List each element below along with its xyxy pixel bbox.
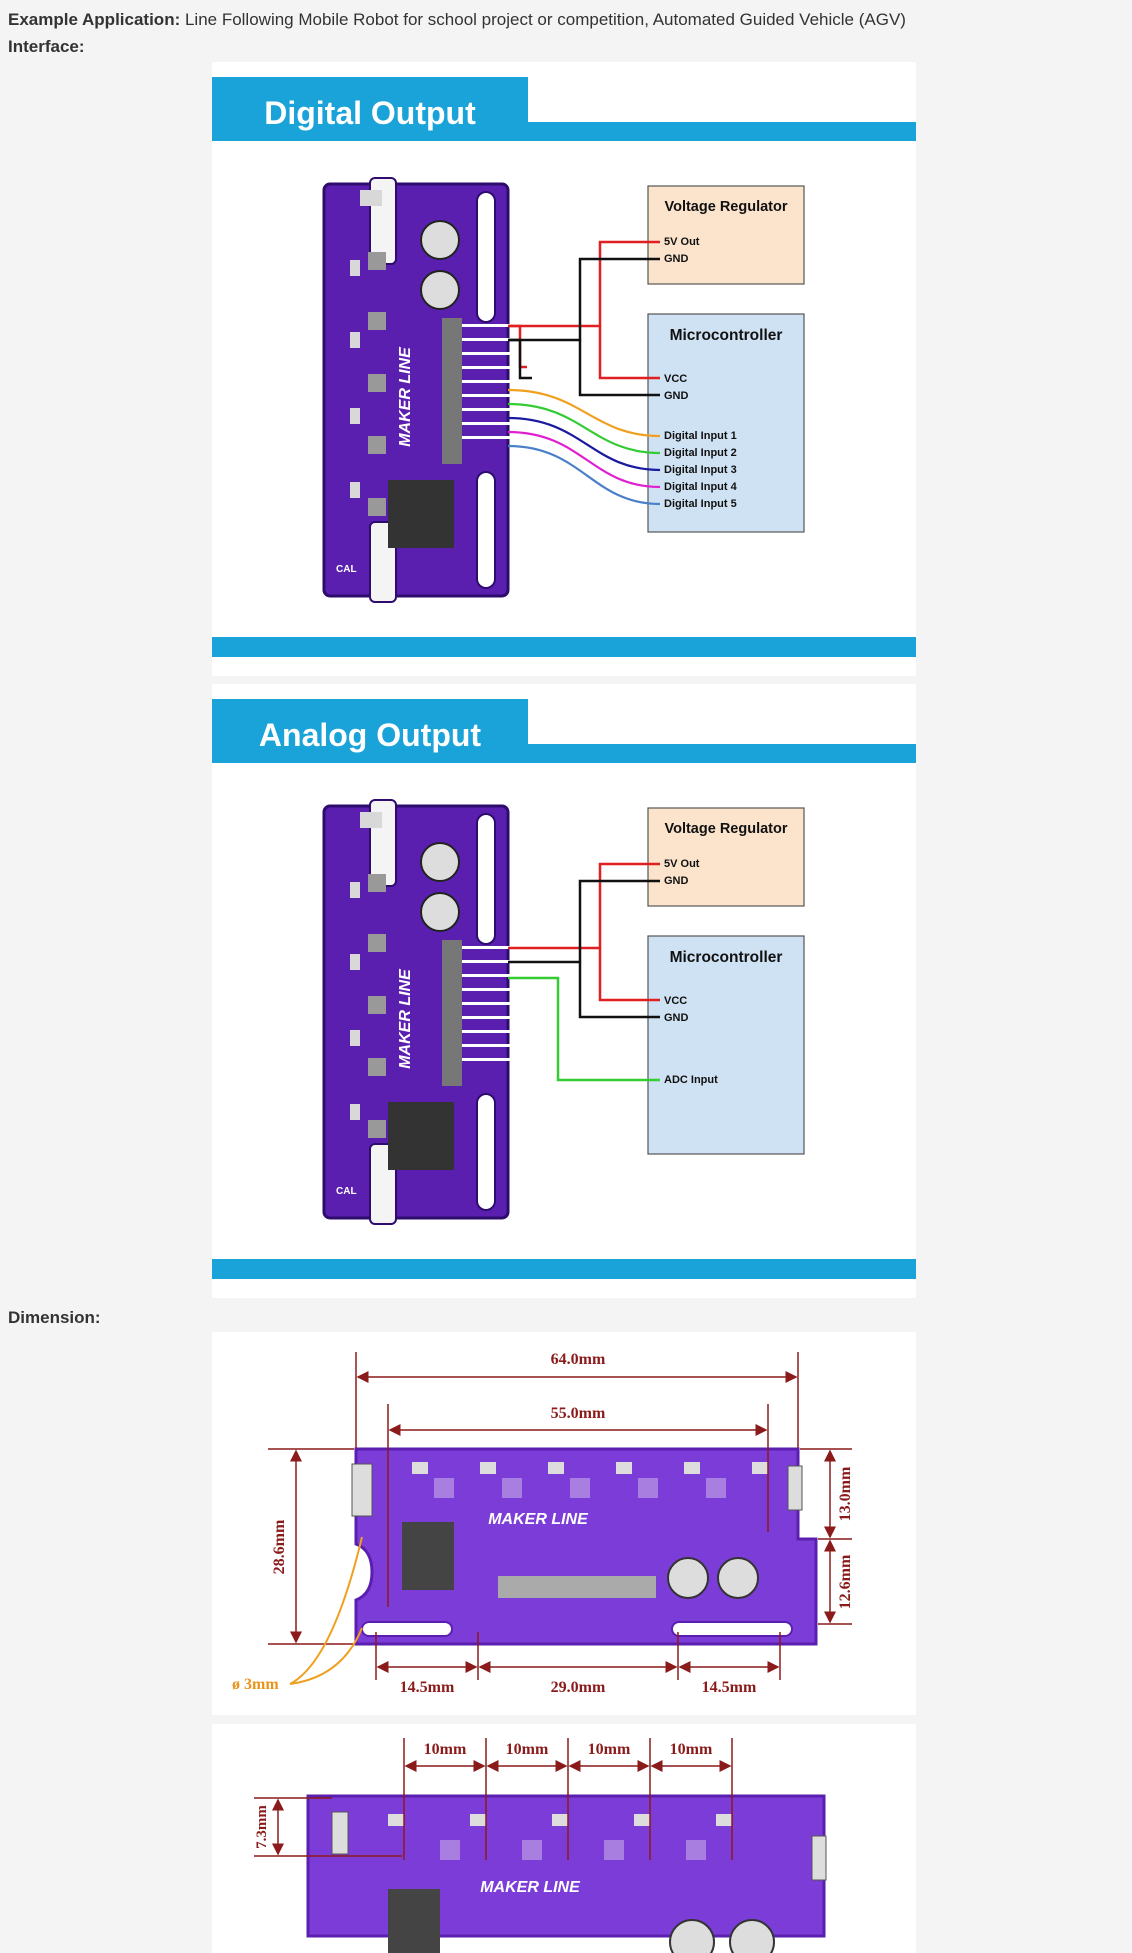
analog-output-panel: Analog Output — [212, 684, 916, 1298]
wire-digital-input-2 — [507, 402, 661, 455]
title-banner — [212, 77, 528, 141]
voltage-regulator-box — [647, 185, 805, 285]
pcb-brand: MAKER LINE — [397, 968, 414, 1069]
dimension-lines — [268, 1352, 852, 1680]
dim-spacing-2: 10mm — [506, 1741, 549, 1758]
title-banner — [212, 699, 528, 763]
pcb-brand: MAKER LINE — [488, 1511, 589, 1528]
dimension-panel-bottom: MAKER LINE 10mm 10mm 10mm 10mm 7.3mm — [212, 1724, 916, 1953]
hole-pointers — [289, 1536, 363, 1685]
mcu-title: Microcontroller — [670, 949, 783, 966]
analog-output-diagram: Analog Output — [212, 699, 916, 1279]
mcu-pin-gnd: GND — [664, 390, 689, 402]
pcb-brand: MAKER LINE — [397, 346, 414, 447]
digital-input-5: Digital Input 5 — [664, 498, 737, 510]
pcb-cal-label: CAL — [336, 564, 357, 575]
dim-bottom-middle: 29.0mm — [551, 1679, 606, 1696]
dimension-panel-top: MAKER LINE — [212, 1332, 916, 1715]
bottom-strip — [212, 637, 916, 657]
dim-width-slots: 55.0mm — [551, 1405, 606, 1422]
mcu-pin-gnd: GND — [664, 1012, 689, 1024]
regulator-pin-gnd: GND — [664, 253, 689, 265]
pcb-brand: MAKER LINE — [480, 1879, 581, 1896]
adc-input-label: ADC Input — [664, 1074, 718, 1086]
dim-hole-diameter: ø 3mm — [232, 1676, 279, 1693]
interface-heading: Interface: — [8, 36, 85, 58]
wire-digital-input-3 — [507, 416, 661, 472]
dim-bottom-right: 14.5mm — [702, 1679, 757, 1696]
voltage-regulator-box — [647, 807, 805, 907]
digital-output-panel: Digital Output — [212, 62, 916, 676]
microcontroller-box — [647, 313, 805, 533]
dimension-lines — [254, 1738, 733, 1860]
dimension-diagram-bottom: MAKER LINE 10mm 10mm 10mm 10mm 7.3mm — [254, 1738, 827, 1953]
dimension-label: Dimension: — [8, 1308, 101, 1327]
digital-input-2: Digital Input 2 — [664, 447, 737, 459]
example-application-text: Line Following Mobile Robot for school p… — [180, 10, 906, 29]
example-application-label: Example Application: — [8, 10, 181, 29]
digital-input-3: Digital Input 3 — [664, 464, 737, 476]
regulator-title: Voltage Regulator — [665, 821, 788, 837]
dim-height-lower: 12.6mm — [837, 1554, 854, 1609]
wire-digital-input-1 — [507, 388, 661, 438]
wire-digital-input-5 — [507, 444, 661, 506]
dim-height-total: 28.6mm — [271, 1519, 288, 1574]
banner-strip — [528, 122, 916, 141]
regulator-wires — [508, 240, 660, 397]
regulator-pin-gnd: GND — [664, 875, 689, 887]
dim-spacing-1: 10mm — [424, 1741, 467, 1758]
mcu-pin-vcc: VCC — [664, 373, 687, 385]
digital-input-1: Digital Input 1 — [664, 430, 737, 442]
wire-adc-input — [508, 976, 660, 1082]
mcu-pin-vcc: VCC — [664, 995, 687, 1007]
pcb-board-top-view: MAKER LINE — [306, 1794, 827, 1953]
digital-signal-wires — [507, 388, 661, 506]
dim-height-upper: 13.0mm — [837, 1466, 854, 1521]
digital-input-4: Digital Input 4 — [664, 481, 738, 493]
digital-output-diagram: Digital Output — [212, 77, 916, 657]
panel-title: Digital Output — [264, 95, 476, 131]
dim-bottom-left: 14.5mm — [400, 1679, 455, 1696]
microcontroller-box — [647, 935, 805, 1155]
dimension-diagram-top: MAKER LINE — [232, 1351, 854, 1696]
dim-height-7mm: 7.3mm — [254, 1805, 270, 1849]
banner-strip — [528, 744, 916, 763]
example-application-line: Example Application: Line Following Mobi… — [8, 9, 906, 31]
regulator-pin-5v: 5V Out — [664, 858, 700, 870]
dim-width-total: 64.0mm — [551, 1351, 606, 1368]
bottom-strip — [212, 1259, 916, 1279]
pcb-cal-label: CAL — [336, 1186, 357, 1197]
dim-spacing-4: 10mm — [670, 1741, 713, 1758]
panel-title: Analog Output — [259, 717, 482, 753]
regulator-pin-5v: 5V Out — [664, 236, 700, 248]
regulator-wires — [508, 862, 660, 1082]
pcb-board: MAKER LINE CAL — [322, 177, 512, 603]
dimension-heading: Dimension: — [8, 1307, 101, 1329]
pcb-board: MAKER LINE CAL — [322, 799, 512, 1225]
interface-label: Interface: — [8, 37, 85, 56]
mcu-title: Microcontroller — [670, 327, 783, 344]
dim-spacing-3: 10mm — [588, 1741, 631, 1758]
regulator-title: Voltage Regulator — [665, 199, 788, 215]
pcb-board-top-view: MAKER LINE — [351, 1447, 818, 1646]
wire-digital-input-4 — [507, 430, 661, 489]
